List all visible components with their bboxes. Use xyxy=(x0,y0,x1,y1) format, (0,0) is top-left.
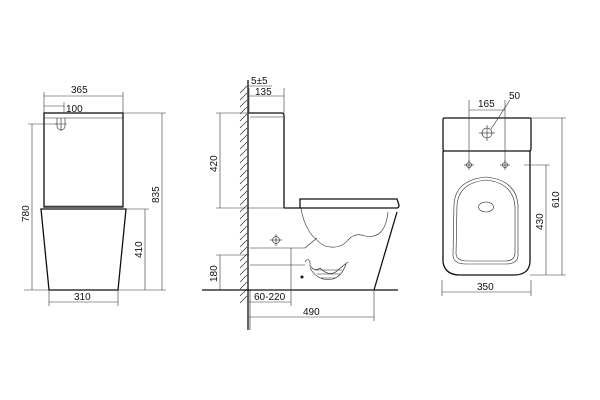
dim-60-220: 60-220 xyxy=(254,292,286,303)
hatch-line xyxy=(239,141,248,150)
hatch-line xyxy=(239,162,248,171)
hatch-line xyxy=(239,85,248,94)
hatch-line xyxy=(239,127,248,136)
tank-hole-cross-icon xyxy=(479,125,495,141)
hatch-line xyxy=(239,197,248,206)
hatch-line xyxy=(239,295,248,304)
front-view: 365 100 780 835 410 310 xyxy=(21,85,166,306)
dim-835: 835 xyxy=(151,186,162,203)
side-view: 5±5 135 420 180 60-220 490 xyxy=(202,76,400,330)
hatch-line xyxy=(239,92,248,101)
hatch-line xyxy=(239,232,248,241)
seat-fixing-cross-icon xyxy=(464,160,510,170)
hatch-line xyxy=(239,218,248,227)
hatch-line xyxy=(239,148,248,157)
side-bowl-curve xyxy=(300,207,389,248)
dim-5-5: 5±5 xyxy=(251,76,268,87)
front-bowl xyxy=(40,208,127,291)
hatch-line xyxy=(239,155,248,164)
dim-610: 610 xyxy=(551,191,562,208)
drain-oval xyxy=(478,201,494,213)
hatch-line xyxy=(239,183,248,192)
front-outlet-icon xyxy=(55,118,67,131)
hatch-line xyxy=(239,281,248,290)
wall-hatching xyxy=(239,85,248,304)
hatch-line xyxy=(239,267,248,276)
dim-490: 490 xyxy=(303,307,320,318)
top-view: 165 50 610 430 350 xyxy=(441,91,566,296)
dim-50: 50 xyxy=(509,91,521,102)
side-tank xyxy=(249,112,285,208)
dim-310: 310 xyxy=(74,292,91,303)
dim-410: 410 xyxy=(134,241,145,258)
top-tank xyxy=(442,117,532,152)
dim-350: 350 xyxy=(477,282,494,293)
hatch-line xyxy=(239,134,248,143)
front-tank xyxy=(43,112,124,208)
side-base-front xyxy=(373,211,398,291)
hatch-line xyxy=(239,99,248,108)
hatch-line xyxy=(239,225,248,234)
dim-365: 365 xyxy=(71,85,88,96)
dim-780: 780 xyxy=(21,205,32,222)
hatch-line xyxy=(239,113,248,122)
dim-165: 165 xyxy=(478,99,495,110)
hatch-line xyxy=(239,260,248,269)
hatch-line xyxy=(239,190,248,199)
hatch-line xyxy=(239,246,248,255)
hatch-line xyxy=(239,169,248,178)
dim-135: 135 xyxy=(255,87,272,98)
dim-100: 100 xyxy=(66,104,83,115)
side-seat xyxy=(284,198,400,209)
seat-outline xyxy=(452,176,519,265)
hatch-line xyxy=(239,239,248,248)
hatch-line xyxy=(239,176,248,185)
hatch-line xyxy=(239,274,248,283)
hatch-line xyxy=(239,120,248,129)
hatch-line xyxy=(239,211,248,220)
hatch-line xyxy=(239,204,248,213)
inlet-cross-icon xyxy=(270,234,282,246)
drain-dot xyxy=(300,275,304,279)
dim-180: 180 xyxy=(209,265,220,282)
top-bowl xyxy=(442,151,531,276)
dim-430: 430 xyxy=(535,213,546,230)
dim-420: 420 xyxy=(209,155,220,172)
